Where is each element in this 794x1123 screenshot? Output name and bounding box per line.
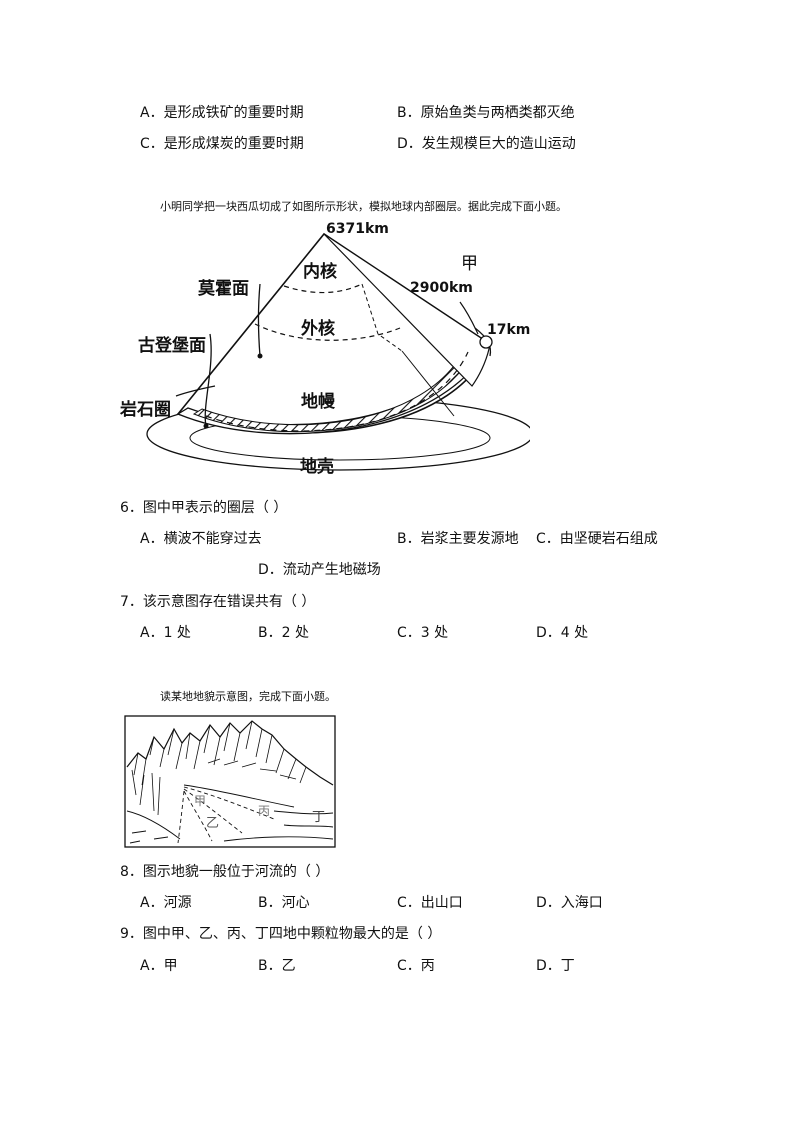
q8-option-a: A．河源	[140, 895, 192, 911]
intro-landform: 读某地地貌示意图，完成下面小题。	[160, 690, 336, 703]
q7-option-c: C．3 处	[397, 625, 449, 641]
label-17km: 17km	[487, 322, 531, 338]
q8-stem: 8．图示地貌一般位于河流的（ ）	[120, 864, 330, 880]
q7-option-b: B．2 处	[258, 625, 309, 641]
fig2-label-jia: 甲	[194, 794, 206, 808]
label-crust: 地壳	[300, 457, 334, 477]
q9-stem: 9．图中甲、乙、丙、丁四地中颗粒物最大的是（ ）	[120, 926, 442, 942]
label-jia: 甲	[461, 254, 478, 274]
q7-option-d: D．4 处	[536, 625, 589, 641]
outer-core-boundary-line	[254, 323, 401, 341]
q6-option-b: B．岩浆主要发源地	[397, 531, 519, 547]
earth-layers-figure	[146, 232, 530, 471]
fig2-label-bing: 丙	[258, 804, 270, 818]
label-2900km: 2900km	[410, 280, 473, 296]
label-gutenberg: 古登堡面	[138, 336, 206, 356]
q8-option-c: C．出山口	[397, 895, 463, 911]
q9-option-c: C．丙	[397, 958, 435, 974]
landform-figure: 甲 乙 丙 丁	[124, 715, 336, 848]
intro-earth-layers: 小明同学把一块西瓜切成了如图所示形状，模拟地球内部圈层。据此完成下面小题。	[160, 200, 567, 213]
fig2-label-yi: 乙	[206, 816, 219, 831]
inner-core-boundary	[283, 283, 363, 294]
q6-option-a: A．横波不能穿过去	[140, 531, 262, 547]
label-inner-core: 内核	[303, 262, 337, 282]
q5-option-b: B．原始鱼类与两栖类都灭绝	[397, 105, 575, 121]
fig2-label-ding: 丁	[312, 810, 325, 825]
q6-option-c: C．由坚硬岩石组成	[536, 531, 658, 547]
q9-option-d: D．丁	[536, 958, 575, 974]
mountain-hatching	[131, 720, 307, 816]
fan-lines	[126, 784, 334, 844]
rind-end	[479, 335, 493, 349]
q5-option-c: C．是形成煤炭的重要时期	[140, 136, 304, 152]
label-lithosphere: 岩石圈	[120, 400, 171, 420]
q7-stem: 7．该示意图存在错误共有（ ）	[120, 594, 316, 610]
moho-dash	[205, 351, 469, 432]
q5-option-a: A．是形成铁矿的重要时期	[140, 105, 304, 121]
q9-option-a: A．甲	[140, 958, 178, 974]
label-moho: 莫霍面	[198, 279, 249, 299]
label-6371km: 6371km	[326, 221, 389, 237]
q8-option-b: B．河心	[258, 895, 310, 911]
q8-option-d: D．入海口	[536, 895, 603, 911]
label-outer-core: 外核	[301, 319, 335, 339]
q5-option-d: D．发生规模巨大的造山运动	[397, 136, 576, 152]
q6-option-d: D．流动产生地磁场	[258, 562, 381, 578]
q7-option-a: A．1 处	[140, 625, 191, 641]
q9-option-b: B．乙	[258, 958, 296, 974]
label-mantle: 地幔	[301, 392, 335, 412]
q6-stem: 6．图中甲表示的圈层（ ）	[120, 500, 288, 516]
